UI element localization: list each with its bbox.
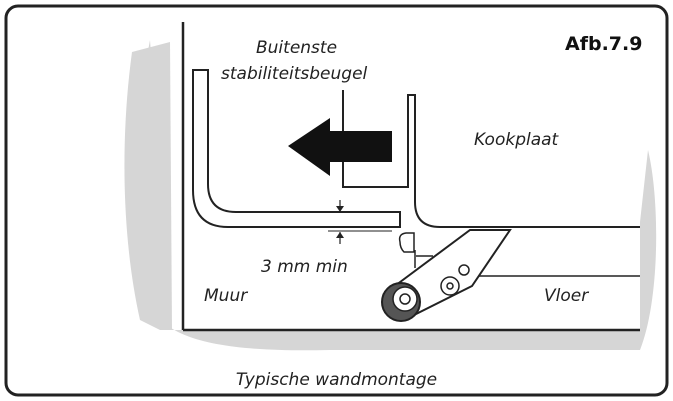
wall-area — [183, 22, 640, 330]
label-gap: 3 mm min — [261, 257, 348, 277]
arrow-left-icon — [288, 118, 392, 176]
stability-bracket — [192, 69, 401, 228]
dimension-arrowhead-top — [336, 206, 344, 212]
background-shadow-left — [124, 42, 172, 330]
dimension-arrowhead-bottom — [336, 232, 344, 238]
label-bracket-line1: Buitenste — [256, 38, 338, 58]
figure-number: Afb.7.9 — [565, 33, 643, 55]
label-bracket-line2: stabiliteitsbeugel — [221, 64, 368, 84]
label-floor: Vloer — [544, 286, 589, 306]
figure-caption: Typische wandmontage — [235, 370, 438, 390]
label-wall: Muur — [204, 286, 248, 306]
wheel-icon — [381, 229, 512, 322]
label-hob: Kookplaat — [474, 130, 559, 150]
hob-outline — [342, 94, 640, 228]
foot-plate — [398, 232, 415, 253]
